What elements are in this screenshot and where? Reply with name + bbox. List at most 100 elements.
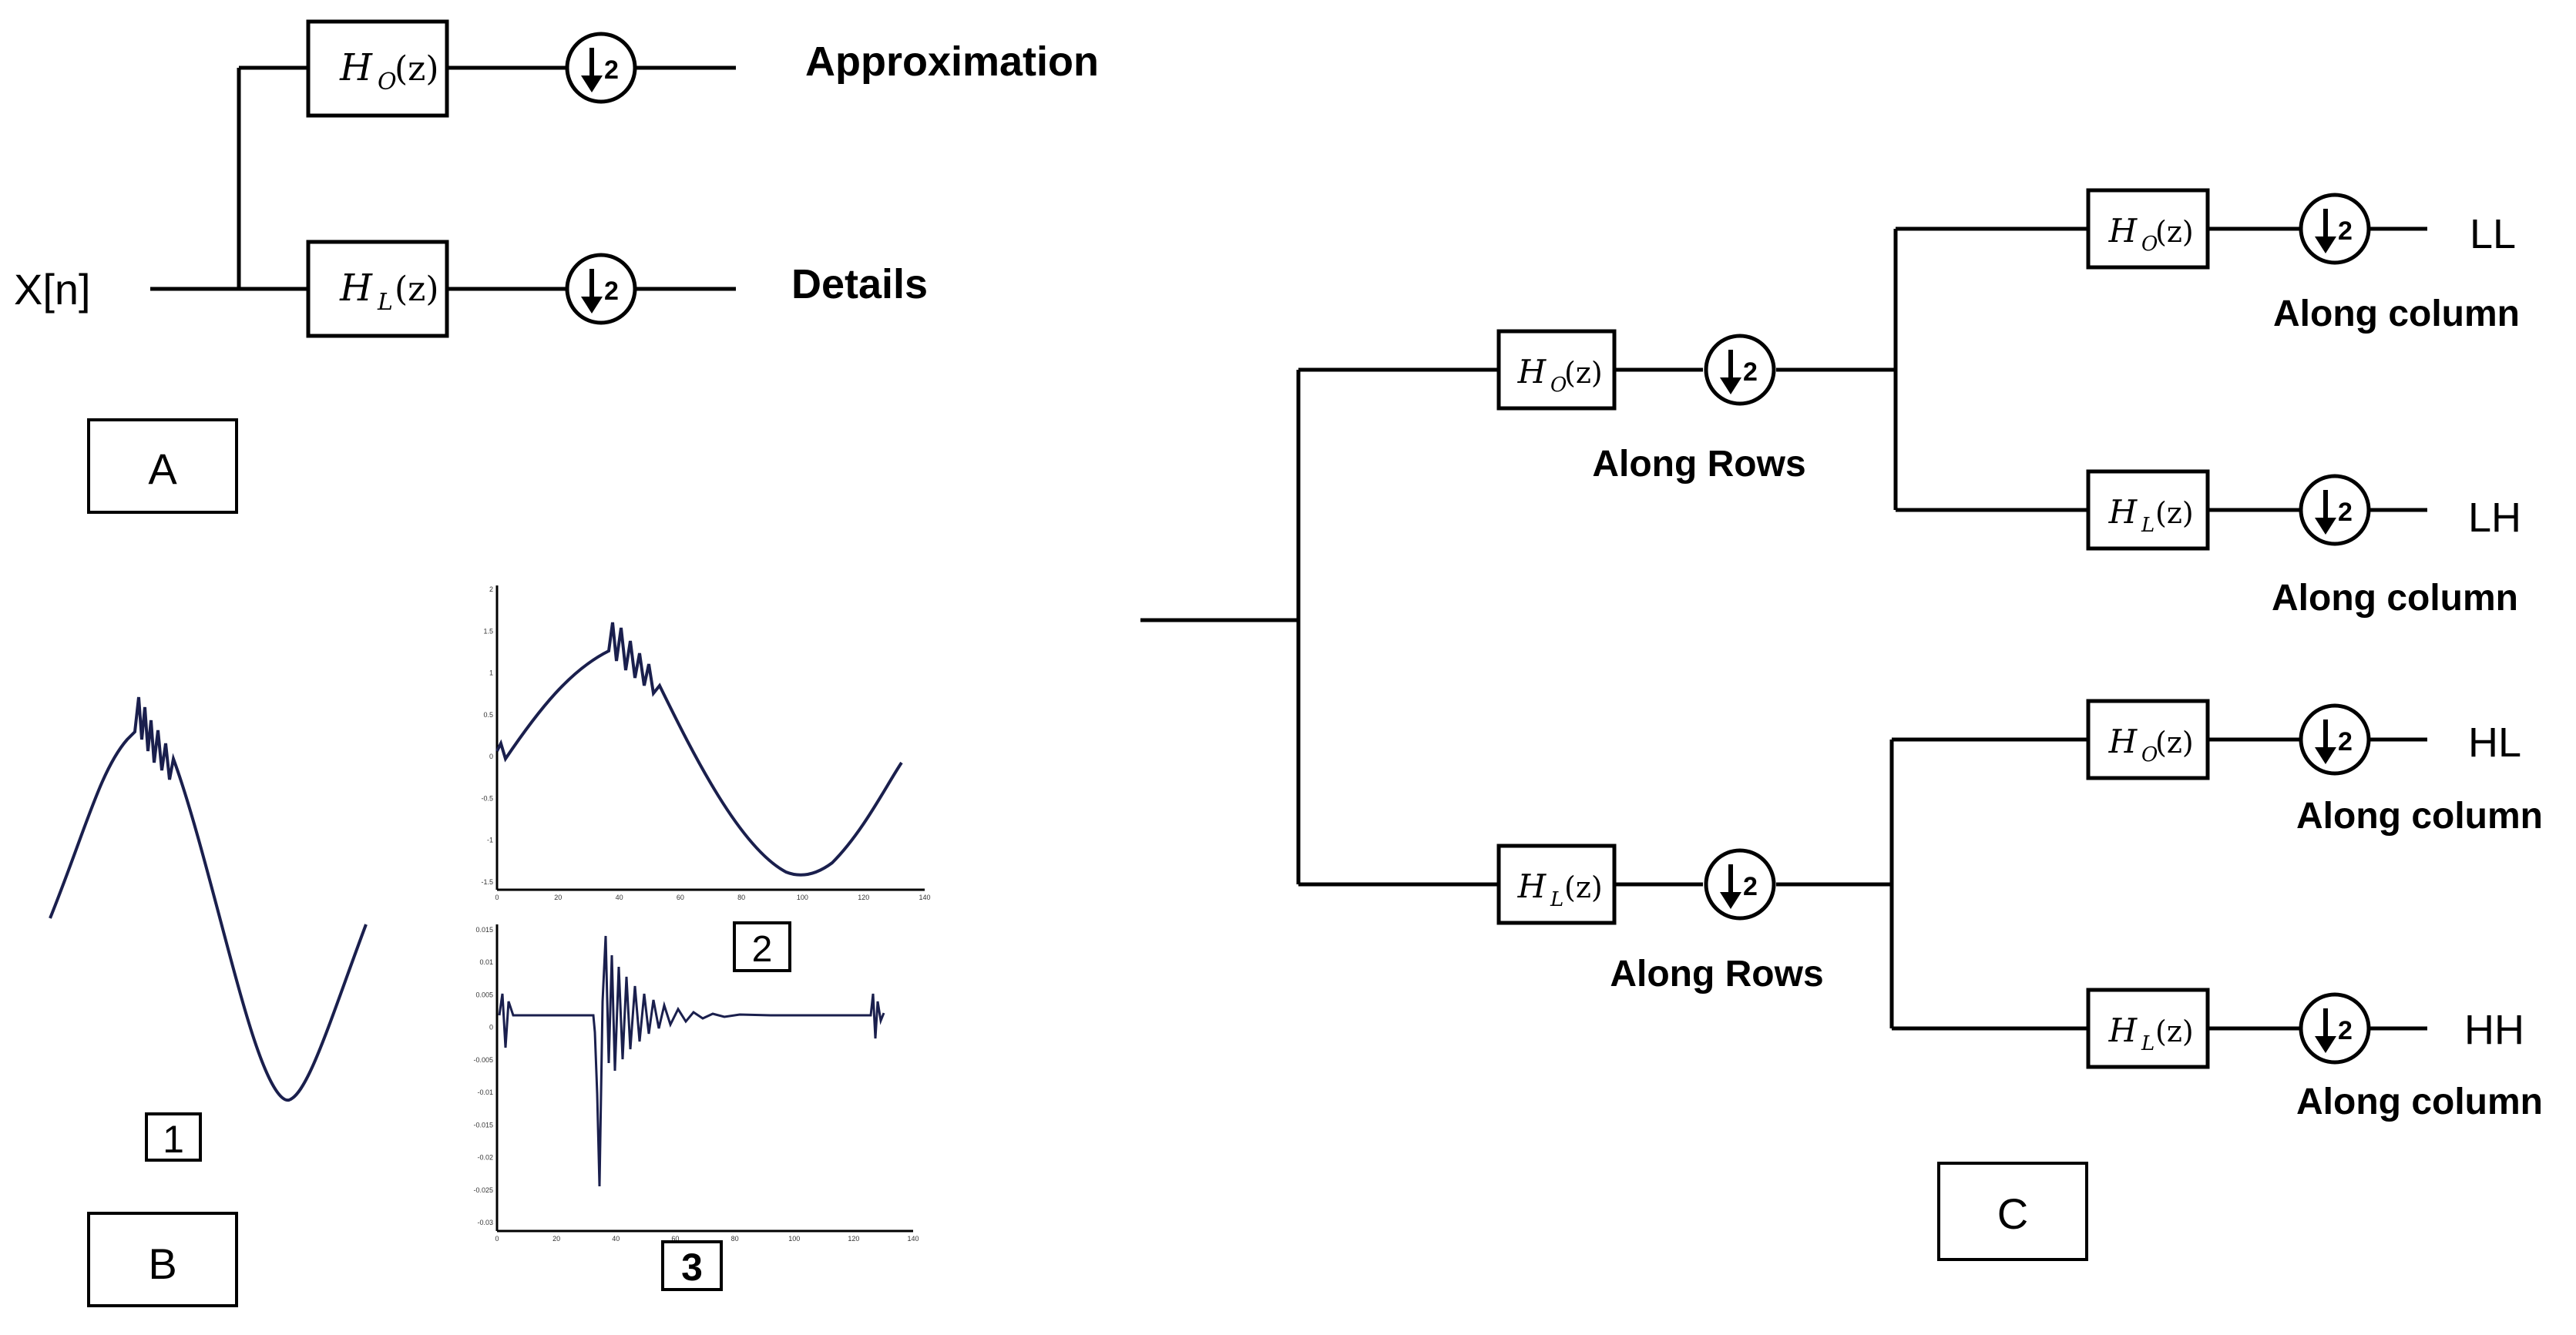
svg-text:2: 2 <box>1743 872 1758 901</box>
svg-text:H: H <box>1517 353 1547 391</box>
y-tick-label: -0.03 <box>477 1219 493 1226</box>
panel-c-tag: C <box>1937 1162 2088 1261</box>
x-tick-label: 0 <box>495 1235 499 1243</box>
output-ll-label: LL <box>2470 211 2516 257</box>
svg-text:L: L <box>2141 514 2155 537</box>
output-lh-label: LH <box>2468 495 2521 541</box>
svg-text:A: A <box>148 444 177 493</box>
filter-ho-box: H O (z) <box>306 19 449 118</box>
filter-ho-box: H O (z) <box>2086 699 2210 780</box>
x-tick-label: 60 <box>671 1235 679 1243</box>
y-tick-label: -0.02 <box>477 1154 493 1162</box>
svg-text:2: 2 <box>752 929 773 970</box>
y-tick-label: 2 <box>489 585 493 593</box>
y-tick-label: -0.5 <box>481 794 493 802</box>
filter-hl-box: H L (z) <box>2086 988 2210 1069</box>
filter-ho-box: H O (z) <box>2086 188 2210 270</box>
signal-1-tag: 1 <box>145 1112 202 1162</box>
y-tick-label: 0.005 <box>475 991 493 998</box>
y-tick-label: -0.015 <box>473 1121 493 1129</box>
x-tick-label: 140 <box>919 894 930 901</box>
svg-text:O: O <box>2141 233 2158 256</box>
output-hh-label: HH <box>2464 1007 2524 1053</box>
svg-text:(z): (z) <box>1564 356 1603 390</box>
x-tick-label: 100 <box>797 894 808 901</box>
signal-3-tag: 3 <box>661 1240 723 1291</box>
y-tick-label: 0.01 <box>479 958 493 966</box>
svg-text:O: O <box>2141 743 2158 766</box>
svg-text:H: H <box>1517 867 1547 905</box>
svg-text:L: L <box>1550 888 1563 911</box>
svg-text:H: H <box>2108 1011 2138 1049</box>
y-tick-label: 0.5 <box>483 711 493 719</box>
downsample-icon: 2 <box>2301 995 2369 1062</box>
x-tick-label: 140 <box>907 1235 919 1243</box>
along-column-label: Along column <box>2296 1082 2543 1122</box>
plot-3: 0.015 0.01 0.005 0 -0.005 -0.01 -0.015 -0.02 -0.… <box>473 924 919 1243</box>
downsample-icon: 2 <box>1706 336 1774 404</box>
filter-hl-subscript: L <box>377 289 393 316</box>
y-tick-label: -0.01 <box>477 1088 493 1096</box>
along-column-label: Along column <box>2296 796 2543 837</box>
y-tick-label: -1.5 <box>481 878 493 886</box>
svg-text:2: 2 <box>2338 498 2353 527</box>
along-column-label: Along column <box>2272 578 2518 619</box>
filter-hl-box: H L (z) <box>1496 844 1617 925</box>
filter-hl-symbol: H <box>339 267 373 310</box>
input-label: X[n] <box>14 265 91 314</box>
svg-text:(z): (z) <box>2155 496 2194 530</box>
details-label: Details <box>791 261 928 307</box>
svg-text:2: 2 <box>2338 727 2353 756</box>
svg-text:H: H <box>2108 493 2138 531</box>
x-tick-label: 100 <box>788 1235 800 1243</box>
x-tick-label: 60 <box>677 894 684 901</box>
filter-ho-subscript: O <box>378 69 397 96</box>
x-tick-label: 80 <box>731 1235 739 1243</box>
y-tick-label: -0.005 <box>473 1056 493 1064</box>
x-tick-label: 80 <box>737 894 745 901</box>
approximation-label: Approximation <box>805 39 1099 85</box>
panel-a: X[n] H O (z) H L (z) 2 2 Approximation D… <box>14 19 1099 514</box>
y-tick-label: 0 <box>489 753 493 760</box>
svg-text:(z): (z) <box>1564 870 1603 904</box>
svg-text:1: 1 <box>163 1118 184 1161</box>
x-tick-label: 20 <box>552 1235 560 1243</box>
svg-text:2: 2 <box>2338 216 2353 246</box>
filter-ho-symbol: H <box>339 46 373 89</box>
downsample-icon: 2 <box>2301 706 2369 773</box>
along-rows-label: Along Rows <box>1610 954 1823 995</box>
svg-text:(z): (z) <box>2155 1015 2194 1048</box>
along-column-label: Along column <box>2273 293 2520 334</box>
panel-b-tag: B <box>87 1212 238 1307</box>
svg-text:L: L <box>2141 1032 2155 1055</box>
signal-3-curve <box>498 935 885 1187</box>
svg-text:2: 2 <box>1743 357 1758 387</box>
svg-text:(z): (z) <box>2155 215 2194 249</box>
svg-text:2: 2 <box>604 277 619 306</box>
downsample-icon: 2 <box>1706 850 1774 918</box>
signal-1-curve <box>49 696 368 1102</box>
x-tick-label: 0 <box>495 894 499 901</box>
y-tick-label: -0.025 <box>473 1186 493 1194</box>
panel-c: H O (z) H L (z) 2 2 Along Rows Along Row… <box>1140 188 2543 1261</box>
svg-text:O: O <box>1550 374 1567 397</box>
svg-text:B: B <box>148 1239 176 1288</box>
y-tick-label: 0.015 <box>475 926 493 934</box>
svg-text:(z): (z) <box>2155 726 2194 760</box>
filter-hl-arg: (z) <box>395 270 439 309</box>
panel-a-tag: A <box>87 418 238 514</box>
output-hl-label: HL <box>2468 719 2521 766</box>
x-tick-label: 40 <box>612 1235 620 1243</box>
x-tick-label: 40 <box>616 894 623 901</box>
svg-text:C: C <box>1997 1189 2028 1238</box>
y-tick-label: 1 <box>489 669 493 677</box>
svg-text:H: H <box>2108 723 2138 760</box>
downsample-icon: 2 <box>2301 476 2369 544</box>
along-rows-label: Along Rows <box>1592 444 1805 485</box>
x-tick-label: 120 <box>848 1235 859 1243</box>
filter-ho-arg: (z) <box>395 49 439 89</box>
svg-text:3: 3 <box>681 1246 703 1289</box>
